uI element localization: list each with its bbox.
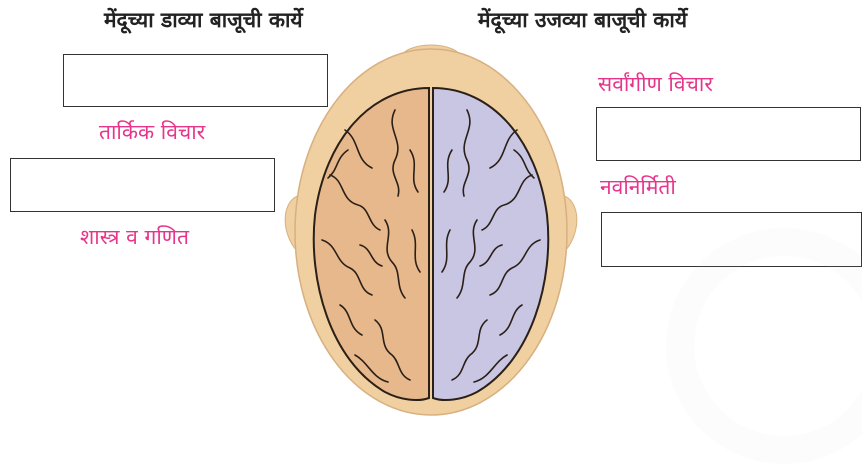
left-answer-box-2[interactable] [10, 158, 275, 212]
left-answer-box-1[interactable] [63, 54, 328, 107]
creativity-label: नवनिर्मिती [600, 173, 676, 201]
science-maths-label: शास्त्र व गणित [80, 223, 189, 251]
right-answer-box-1[interactable] [596, 107, 861, 161]
holistic-thinking-label: सर्वांगीण विचार [598, 70, 713, 98]
logical-thinking-label: तार्किक विचार [99, 118, 205, 146]
